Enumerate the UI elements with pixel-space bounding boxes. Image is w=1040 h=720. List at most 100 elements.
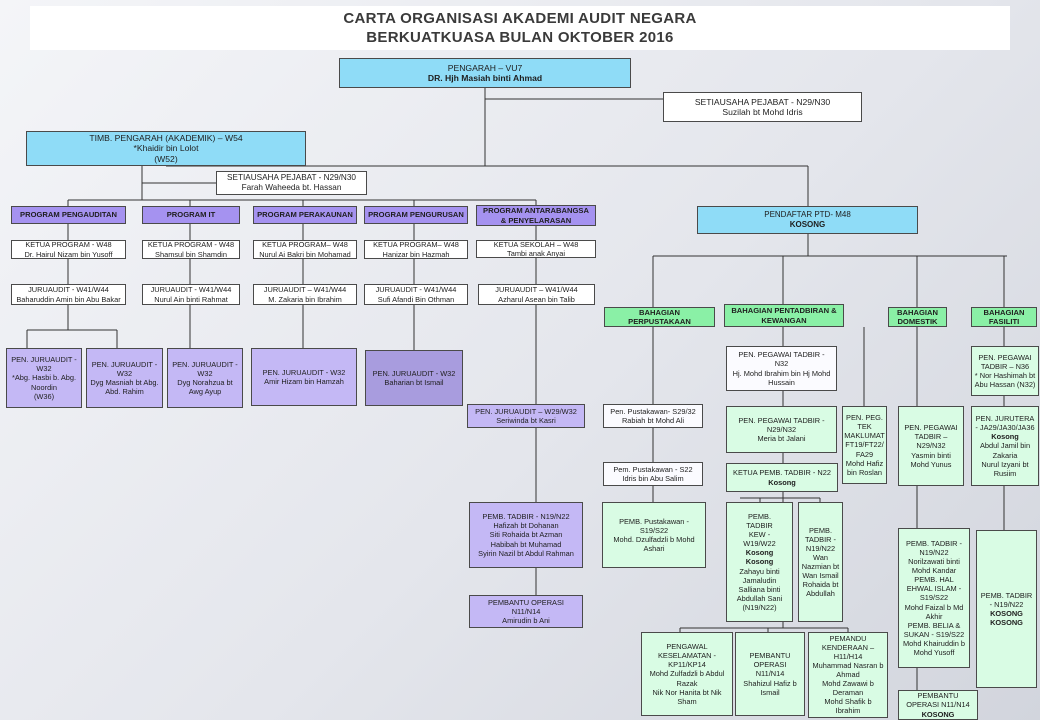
box-program-pengurusan-line: PROGRAM PENGURUSAN [368,210,464,220]
box-program-it-line: PROGRAM IT [166,210,216,220]
box-pen-peg-tek-maklumat-line: bin Roslan [847,467,882,477]
box-domestik-staff-line: Mohd Yusoff [913,647,955,657]
box-pemb-tadbir-program-line: Habibah bt Muhamad [490,539,562,549]
box-pembantu-operasi-ptd-line: Ismail [760,687,780,697]
box-pen-juruaudit-3-line: PEN. JURUAUDIT - [172,359,238,369]
box-pen-peg-tek-maklumat-line: MAKLUMAT [844,431,885,441]
box-fasiliti-pemb-tadbir-line: PEMB. TADBIR [980,590,1033,600]
box-pemb-tadbir-program: PEMB. TADBIR - N19/N22 Hafizah bt Dohana… [469,502,583,568]
box-pen-pustakawan-line: Pen. Pustakawan- S29/32 [610,406,696,416]
box-domestik-pembantu-operasi-line: OPERASI N11/N14 [906,700,970,710]
box-setiausaha-timbalan: SETIAUSAHA PEJABAT - N29/N30 Farah Wahee… [216,171,367,195]
box-pemb-pustakawan: PEMB. Pustakawan - S19/S22 Mohd. Dzulfad… [602,502,706,568]
box-ketua-program-pengauditan: KETUA PROGRAM - W48 Dr. Hairul Nizam bin… [11,240,126,259]
box-pembantu-operasi-ptd-line: N11/N14 [755,669,785,679]
box-juruaudit-antarabangsa-line: Azharul Asean bin Talib [498,294,575,304]
box-fasiliti-pemb-tadbir-line: KOSONG [990,609,1023,618]
box-pemandu-kenderaan-line: H11/H14 [833,652,863,662]
box-pen-pustakawan: Pen. Pustakawan- S29/32 Rabiah bt Mohd A… [603,404,703,428]
box-pen-pegawai-tadbir-n32-line: PEN. PEGAWAI TADBIR - [738,350,825,360]
box-pen-juruaudit-4: PEN. JURUAUDIT - W32 Amir Hizam bin Hamz… [251,348,357,406]
box-pemb-tadbir-n19-line: Rohaida bt [802,580,839,590]
box-domestik-pen-pegawai-tadbir-line: N29/N32 [916,441,946,451]
box-pen-juruaudit-6: PEN. JURUAUDIT – W29/W32 Seriwinda bt Ka… [467,404,585,428]
box-bahagian-fasiliti-line: FASILITI [988,317,1020,326]
box-pen-pegawai-tadbir-n32-line: Hj. Mohd Ibrahim bin Hj Mohd [732,368,831,378]
box-program-it: PROGRAM IT [142,206,240,224]
box-pendaftar-line: PENDAFTAR PTD- M48 [764,210,851,220]
box-pembantu-operasi-program-line: Amirudin b Ani [502,616,550,626]
box-bahagian-domestik-line: BAHAGIAN [897,307,938,317]
box-timbalan-pengarah-line: *Khaidir bin Lolot [133,143,199,154]
box-pengawal-keselamatan: PENGAWAL KESELAMATAN - KP11/KP14 Mohd Zu… [641,632,733,716]
box-pembantu-operasi-ptd-line: PEMBANTU [749,651,791,661]
box-domestik-staff-line: Akhir [925,611,943,621]
box-pemandu-kenderaan: PEMANDU KENDERAAN – H11/H14 Muhammad Nas… [808,632,888,718]
box-setiausaha-timbalan-line: SETIAUSAHA PEJABAT - N29/N30 [227,173,356,182]
box-fasiliti-pen-jurutera-line: Abdul Jamil bin [979,441,1031,451]
box-pengawal-keselamatan-line: KP11/KP14 [668,660,706,670]
box-domestik-staff-line: Mohd Khairuddin b [902,638,966,648]
box-fasiliti-pen-pegawai-tadbir-line: PEN. PEGAWAI [978,352,1032,362]
box-fasiliti-pen-jurutera-line: PEN. JURUTERA [975,414,1035,424]
box-program-antarabangsa-line: PROGRAM ANTARABANGSA [483,206,589,216]
box-pemb-tadbir-kew-line: TADBIR [746,521,773,531]
box-pen-juruaudit-4-line: PEN. JURUAUDIT - W32 [262,367,346,377]
box-pengarah: PENGARAH – VU7 DR. Hjh Masiah binti Ahma… [339,58,631,88]
box-pen-peg-tek-maklumat-line: FT19/FT22/ [845,440,884,450]
box-pemandu-kenderaan-line: Ibrahim [835,706,861,716]
box-pen-pegawai-tadbir-n32-line: Hussain [768,377,795,387]
title-line-1: CARTA ORGANISASI AKADEMI AUDIT NEGARA [343,10,697,27]
box-pemb-tadbir-n19-line: Wan [813,552,828,562]
box-domestik-pen-pegawai-tadbir: PEN. PEGAWAI TADBIR – N29/N32 Yasmin bin… [898,406,964,486]
box-juruaudit-pengauditan-line: JURUAUDIT - W41/W44 [28,285,109,295]
box-bahagian-domestik-line: DOMESTIK [897,317,938,326]
box-pemb-tadbir-n19-line: N19/N22 [805,543,836,553]
box-pengawal-keselamatan-line: PENGAWAL [666,642,708,652]
box-pemandu-kenderaan-line: Mohd Shafik b [824,697,872,707]
title-banner: CARTA ORGANISASI AKADEMI AUDIT NEGARA BE… [30,6,1010,50]
box-pen-juruaudit-4-line: Amir Hizam bin Hamzah [264,377,344,386]
box-timbalan-pengarah: TIMB. PENGARAH (AKADEMIK) – W54 *Khaidir… [26,131,306,166]
box-domestik-pen-pegawai-tadbir-line: Mohd Yunus [910,459,952,469]
box-domestik-pen-pegawai-tadbir-line: Yasmin binti [911,450,951,460]
box-pen-pegawai-tadbir-n29-line: Meria bt Jalani [757,434,806,444]
box-pemandu-kenderaan-line: PEMANDU [829,634,867,643]
box-pemandu-kenderaan-line: Deraman [832,688,864,698]
box-pen-pustakawan-line: Rabiah bt Mohd Ali [621,416,685,425]
box-juruaudit-perakaunan: JURUAUDIT – W41/W44 M. Zakaria bin Ibrah… [253,284,357,305]
box-pemb-tadbir-kew-line: Zahayu binti [739,566,780,576]
box-pen-pegawai-tadbir-n32: PEN. PEGAWAI TADBIR - N32 Hj. Mohd Ibrah… [726,346,837,391]
box-bahagian-perpustakaan-line: PERPUSTAKAAN [628,317,691,326]
box-juruaudit-it: JURUAUDIT - W41/W44 Nurul Ain binti Rahm… [142,284,240,305]
box-juruaudit-perakaunan-line: JURUAUDIT – W41/W44 [263,285,347,295]
box-pen-juruaudit-3-line: W32 [197,368,213,378]
box-ketua-program-pengurusan-line: KETUA PROGRAM– W48 [373,240,459,250]
box-pemb-tadbir-n19-line: TADBIR - [804,534,837,544]
box-fasiliti-pen-jurutera-line: Rusiim [993,468,1017,478]
box-juruaudit-pengauditan: JURUAUDIT - W41/W44 Baharuddin Amin bin … [11,284,126,305]
box-pemandu-kenderaan-line: Muhammad Nasran b [812,661,884,671]
box-pemb-tadbir-n19-line: Nazmian bt [801,562,840,571]
box-ketua-program-pengauditan-line: KETUA PROGRAM - W48 [25,240,112,250]
box-pen-juruaudit-1-line: Noordin [31,382,57,392]
box-fasiliti-pen-jurutera-line: Kosong [991,432,1019,442]
box-fasiliti-pemb-tadbir: PEMB. TADBIR - N19/N22 KOSONG KOSONG [976,530,1037,688]
box-domestik-staff-line: Norilzawati binti [908,557,960,567]
box-fasiliti-pen-pegawai-tadbir-line: Abu Hassan (N32) [974,380,1036,390]
box-pen-peg-tek-maklumat: PEN. PEG. TEK MAKLUMAT FT19/FT22/ FA29 M… [842,406,887,484]
box-pen-juruaudit-2: PEN. JURUAUDIT - W32 Dyg Masniah bt Abg.… [86,348,163,408]
box-domestik-staff-line: Mohd Kandar [911,566,957,576]
box-pemb-tadbir-program-line: Syirin Nazil bt Abdul Rahman [478,548,574,558]
box-setiausaha-pengarah: SETIAUSAHA PEJABAT - N29/N30 Suzilah bt … [663,92,862,122]
box-ketua-pemb-tadbir-line: KETUA PEMB. TADBIR - N22 [733,468,831,478]
box-ketua-program-pengurusan-line: Hanizar bin Hazmah [382,249,450,259]
box-pen-pegawai-tadbir-n29: PEN. PEGAWAI TADBIR - N29/N32 Meria bt J… [726,406,837,453]
box-fasiliti-pen-pegawai-tadbir-line: * Nor Hashimah bt [974,371,1036,380]
box-program-pengauditan: PROGRAM PENGAUDITAN [11,206,126,224]
box-pemb-tadbir-program-line: Siti Rohaida bt Azman [489,530,563,540]
box-pen-juruaudit-6-line: PEN. JURUAUDIT – W29/W32 [475,406,577,416]
box-pemb-tadbir-kew-line: Kosong [745,548,774,558]
box-pembantu-operasi-program-line: N11/N14 [511,606,541,616]
box-pen-juruaudit-1-line: (W36) [33,391,55,401]
